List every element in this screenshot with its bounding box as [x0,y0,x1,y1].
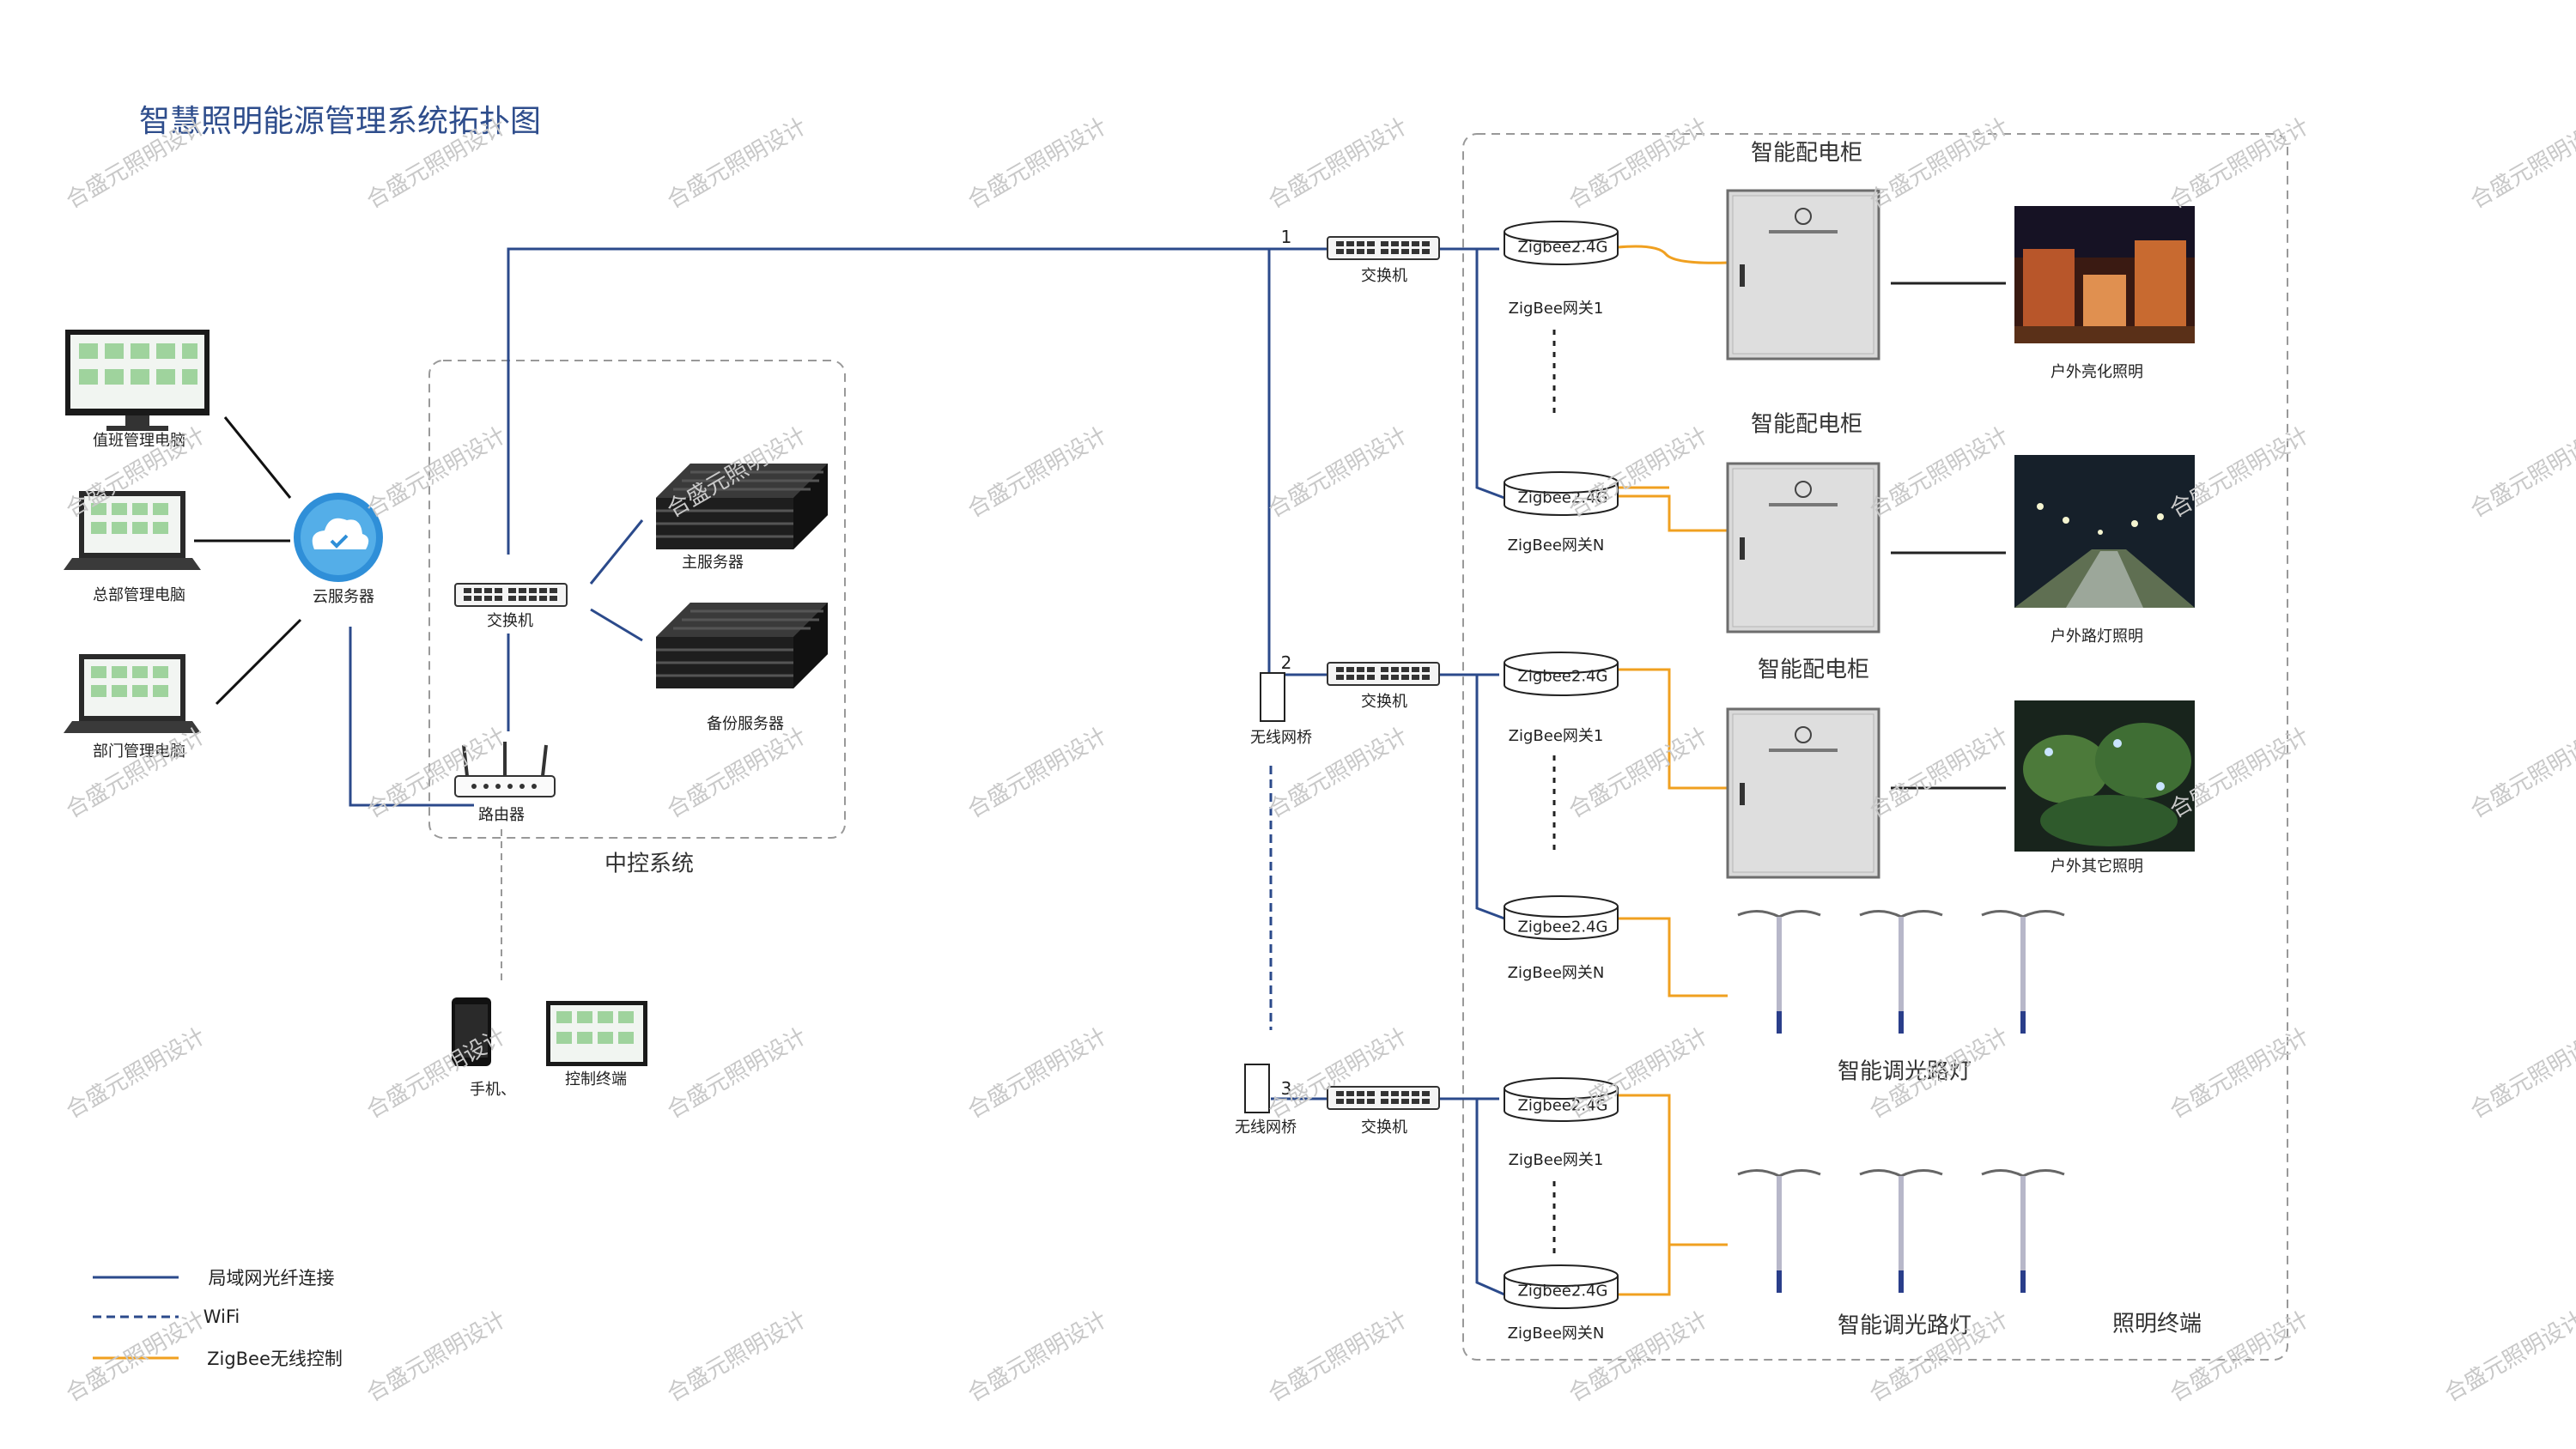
lighting-terminal-frame [1462,133,2288,1361]
photo-landscape-lighting [2014,700,2195,852]
central-system-label: 中控系统 [604,851,695,877]
legend-zigbee-text: ZigBee无线控制 [207,1349,343,1369]
cabinet-3-label: 智能配电柜 [1757,657,1870,683]
branch-number-2: 2 [1280,652,1292,673]
cabinet-2 [1726,462,1880,634]
bridge-3-label: 无线网桥 [1235,1119,1297,1137]
phone-label: 手机、 [470,1081,516,1099]
streetlight-2 [1858,909,1944,1035]
photo-1-label: 户外亮化照明 [2050,363,2143,381]
zigbee-links [1617,245,1728,1296]
gateway-label-1: ZigBee网关1 [1508,300,1604,318]
hq-pc-laptop [64,491,201,570]
duty-pc-label: 值班管理电脑 [93,432,185,450]
lighting-terminal-label: 照明终端 [2111,1311,2202,1337]
cabinet-2-label: 智能配电柜 [1750,411,1863,438]
terminal-label: 控制终端 [565,1070,627,1088]
streetlight-group-1-label: 智能调光路灯 [1837,1058,1972,1085]
central-system-frame [428,360,846,839]
gateway-chip-1: Zigbee2.4G [1517,238,1608,257]
switch-1-label: 交换机 [1361,267,1407,285]
phone [452,997,491,1066]
fiber-links [349,247,2006,1296]
streetlight-6 [1980,1168,2066,1294]
main-server-label: 主服务器 [682,554,744,572]
legend-fiber-text: 局域网光纤连接 [208,1268,335,1288]
gateway-label-3: ZigBee网关1 [1508,727,1604,745]
gateway-label-4: ZigBee网关N [1507,964,1605,982]
gateway-chip-3: Zigbee2.4G [1517,667,1608,686]
cabinet-1-label: 智能配电柜 [1750,140,1863,167]
cloud-label: 云服务器 [313,588,374,606]
streetlight-5 [1858,1168,1944,1294]
photo-facade-lighting [2014,206,2195,343]
backup-server [654,601,829,690]
photo-2-label: 户外路灯照明 [2050,627,2143,646]
bridge-2-label: 无线网桥 [1250,729,1312,747]
router [454,742,556,797]
gateway-label-5: ZigBee网关1 [1508,1151,1604,1169]
branch-number-3: 3 [1280,1078,1292,1099]
wireless-bridge-3 [1244,1064,1270,1113]
branch-number-1: 1 [1280,227,1292,247]
cloud-server [294,493,383,582]
photo-3-label: 户外其它照明 [2050,858,2143,876]
streetlight-group-2-label: 智能调光路灯 [1837,1313,1972,1339]
streetlight-3 [1980,909,2066,1035]
photo-road-lighting [2014,455,2195,608]
central-switch [454,583,568,607]
cabinet-1 [1726,189,1880,361]
gateway-label-6: ZigBee网关N [1507,1325,1605,1343]
router-label: 路由器 [478,806,525,824]
gateway-chip-2: Zigbee2.4G [1517,488,1608,507]
duty-pc-monitor [65,330,210,431]
streetlight-4 [1736,1168,1822,1294]
gateway-chip-4: Zigbee2.4G [1517,918,1608,937]
backup-server-label: 备份服务器 [707,715,784,733]
legend-wifi-text: WiFi [203,1307,240,1327]
switch-1 [1327,236,1440,260]
main-server [654,462,829,551]
streetlight-1 [1736,909,1822,1035]
switch-2 [1327,662,1440,686]
gateway-chip-6: Zigbee2.4G [1517,1282,1608,1300]
gateway-label-2: ZigBee网关N [1507,537,1605,555]
cabinet-3 [1726,707,1880,879]
page-title: 智慧照明能源管理系统拓扑图 [139,104,542,139]
dept-pc-laptop [64,654,201,733]
wireless-bridge-2 [1260,672,1285,722]
hq-pc-label: 总部管理电脑 [93,586,185,604]
switch-3-label: 交换机 [1361,1119,1407,1137]
dept-pc-label: 部门管理电脑 [93,743,185,761]
central-switch-label: 交换机 [487,612,533,630]
client-links [194,416,302,706]
switch-3 [1327,1086,1440,1110]
switch-2-label: 交换机 [1361,693,1407,711]
gateway-chip-5: Zigbee2.4G [1517,1096,1608,1115]
control-terminal [546,1001,647,1066]
